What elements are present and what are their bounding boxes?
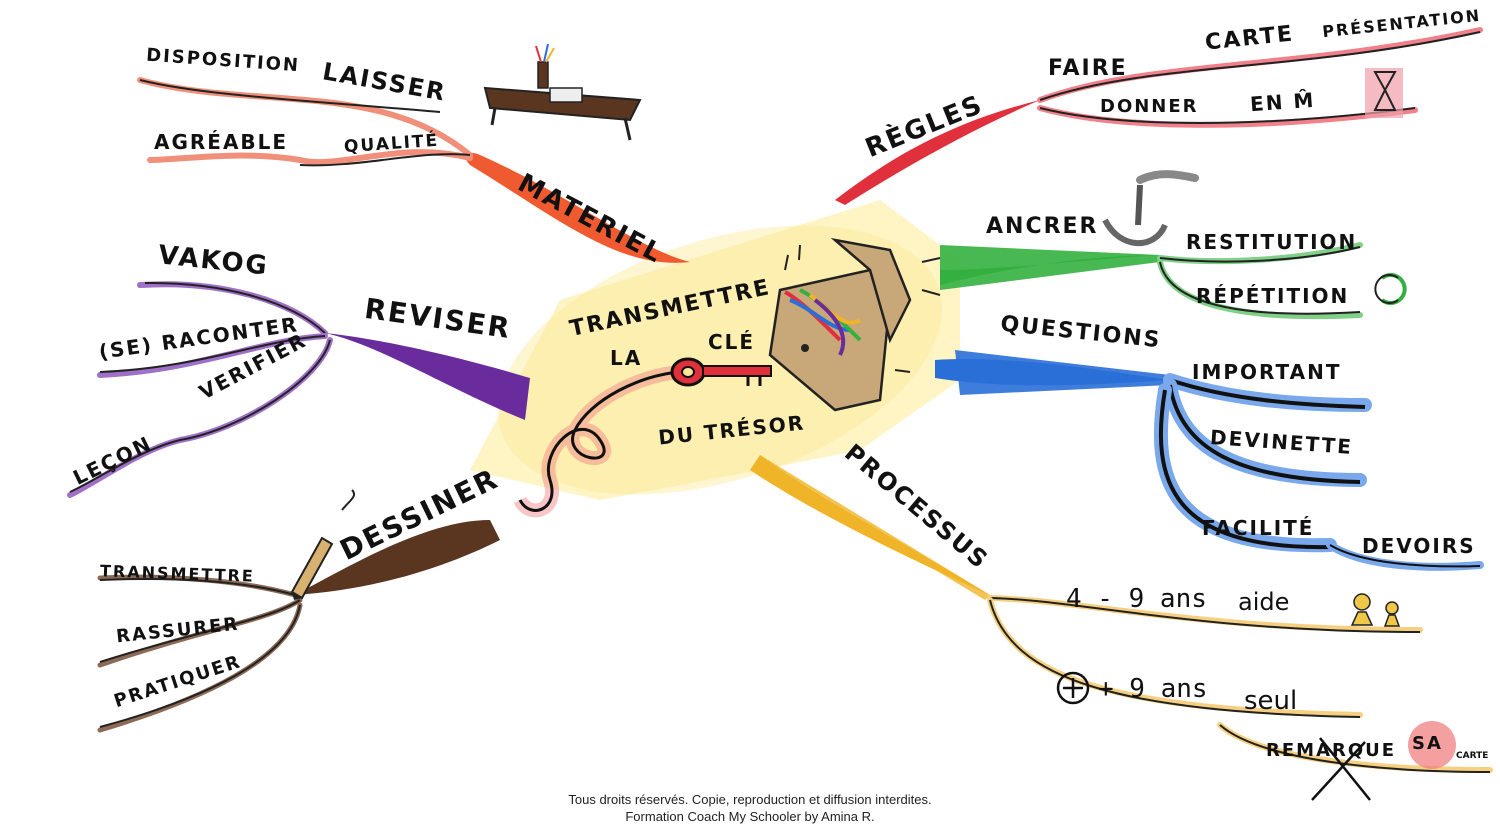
anchor-icon (1102, 170, 1199, 247)
sub-label-aide: aide (1238, 588, 1290, 616)
sub-label-en-meme: EN M̂ (1249, 87, 1317, 117)
table-icon (483, 43, 642, 141)
branch-reviser (67, 281, 530, 498)
branch-questions (935, 350, 1484, 571)
sub-label-important: IMPORTANT (1192, 360, 1342, 384)
center-title-line2: LA (610, 346, 643, 370)
key-icon (513, 357, 772, 518)
sub-label-facilite: FACILITÉ (1202, 516, 1315, 540)
sub-label-faire: FAIRE (1048, 56, 1128, 81)
treasure-chest-icon (768, 237, 941, 412)
people-icon (1350, 593, 1401, 627)
sub-label-devoirs: DEVOIRS (1362, 534, 1476, 558)
footer-copyright: Tous droits réservés. Copie, reproductio… (568, 792, 932, 807)
branch-label-ancrer: ANCRER (986, 214, 1099, 239)
pencil-icon (290, 489, 356, 600)
sub-label-carte-small: CARTE (1456, 751, 1489, 761)
branch-ancrer (940, 242, 1407, 320)
sub-label-sa: SA (1412, 733, 1443, 754)
branch-dessiner (97, 520, 500, 733)
sub-label-remarque: REMARQUE (1266, 740, 1397, 761)
center-title-line3: CLÉ (708, 330, 756, 354)
sub-label-plus-9-ans: + 9 ans (1098, 674, 1208, 704)
branch-processus (750, 455, 1493, 801)
footer-credit: Formation Coach My Schooler by Amina R. (625, 809, 875, 824)
branch-materiel (137, 77, 690, 263)
sub-label-seul: seul (1244, 686, 1298, 716)
branch-regles (835, 27, 1483, 205)
sub-label-agreable: AGRÉABLE (154, 130, 289, 154)
sub-label-4-9-ans: 4 - 9 ans (1066, 584, 1207, 614)
sub-label-repetition: RÉPÉTITION (1196, 284, 1350, 308)
sub-label-restitution: RESTITUTION (1186, 230, 1358, 254)
sub-label-donner: DONNER (1100, 96, 1199, 117)
